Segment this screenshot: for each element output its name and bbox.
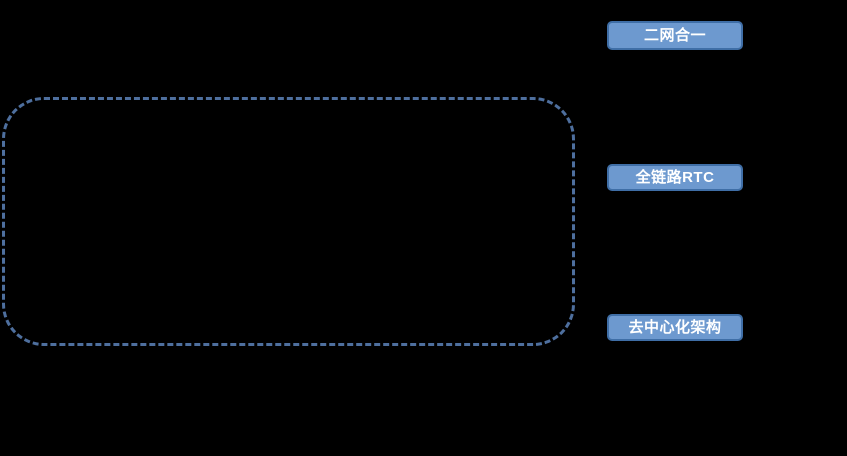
- label-text-full-link-rtc: 全链路RTC: [635, 169, 715, 186]
- dashed-boundary-box: [2, 97, 575, 346]
- label-chip-full-link-rtc: 全链路RTC: [607, 164, 743, 191]
- label-text-decentralized-architecture: 去中心化架构: [628, 319, 722, 336]
- label-chip-two-networks-in-one: 二网合一: [607, 21, 743, 50]
- label-chip-decentralized-architecture: 去中心化架构: [607, 314, 743, 341]
- label-text-two-networks-in-one: 二网合一: [643, 27, 706, 44]
